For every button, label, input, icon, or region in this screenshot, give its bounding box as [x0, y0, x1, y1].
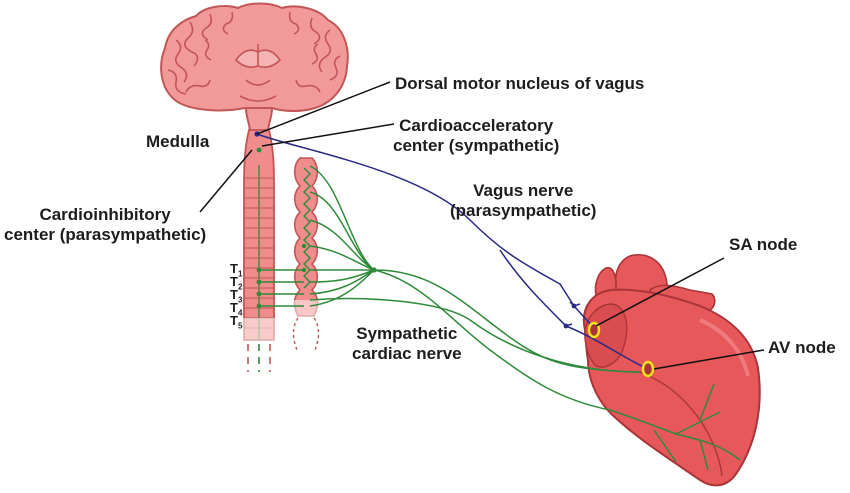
segment-label-t4: T4: [230, 300, 243, 318]
label-sympathetic-cardiac-nerve: Sympathetic cardiac nerve: [352, 324, 462, 363]
chain-fiber-8: [309, 269, 375, 307]
heart-branch-a: [675, 411, 721, 435]
chain-fiber-4: [309, 245, 375, 271]
heart-branch-d: [699, 439, 709, 471]
vagus-to-av: [565, 325, 647, 369]
medulla-bulb: [244, 107, 274, 133]
label-sa-node: SA node: [729, 235, 798, 254]
heart-highlight: [699, 318, 750, 377]
sympathetic-nerves: [259, 165, 741, 471]
brain-illustration: [160, 2, 349, 133]
sympathetic-chain-fibers: [303, 167, 311, 289]
sympathetic-chain-lower-dashed: [292, 317, 320, 353]
brain-gyri: [167, 11, 341, 95]
sympathetic-dots: [256, 147, 377, 309]
heart-body: [582, 288, 761, 487]
sympathetic-chain-fade: [292, 300, 322, 320]
av-node-marker: [641, 360, 655, 378]
label-cardioinhibitory-center: Cardioinhibitory center (parasympathetic…: [4, 205, 207, 244]
spinal-cord-dashes: [247, 344, 271, 372]
chain-fiber-7: [309, 269, 375, 295]
label-cardioacceleratory-center: Cardioacceleratory center (sympathetic): [393, 116, 560, 155]
cardiac-nerve-to-sa: [373, 269, 641, 373]
cardiac-nerve-mid: [309, 297, 641, 373]
label-vagus-nerve: Vagus nerve (parasympathetic): [450, 181, 597, 220]
chain-fiber-1: [309, 165, 375, 271]
segment-label-t5: T5: [230, 313, 243, 331]
leader-sa-node: [595, 257, 725, 327]
spinal-cord: [243, 129, 275, 372]
segment-label-t3: T3: [230, 287, 243, 305]
leader-cardioacceleratory: [261, 123, 395, 147]
brain-midline: [239, 44, 277, 102]
heart-branch-b: [699, 383, 715, 421]
cardiac-nerve-lower: [373, 269, 611, 411]
heart-illustration: [582, 254, 761, 487]
chain-fiber-2: [309, 191, 375, 271]
spinal-cord-fade: [243, 318, 275, 342]
leader-cardioinhibitory: [199, 149, 253, 213]
vagus-dots: [254, 131, 577, 329]
label-medulla: Medulla: [146, 132, 210, 151]
leader-av-node: [653, 349, 765, 370]
leader-lines: [199, 81, 765, 370]
heart-branch-c: [653, 429, 677, 463]
segment-label-t2: T2: [230, 274, 243, 292]
vagus-branch-lower: [499, 249, 567, 327]
leader-dorsal-motor: [256, 81, 391, 135]
label-av-node: AV node: [768, 338, 836, 357]
chain-fiber-3: [309, 219, 375, 271]
chain-fiber-6: [309, 269, 375, 283]
sympathetic-chain: [292, 157, 322, 353]
label-dorsal-motor-nucleus: Dorsal motor nucleus of vagus: [395, 74, 645, 93]
vagus-main: [256, 133, 575, 307]
segment-label-t1: T1: [230, 261, 243, 279]
